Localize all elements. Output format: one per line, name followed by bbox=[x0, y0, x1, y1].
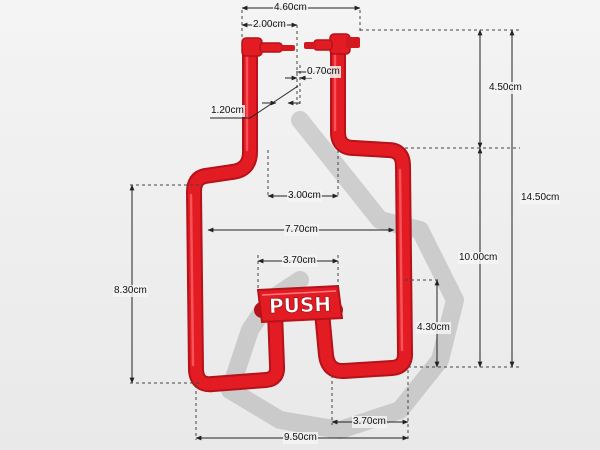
dim-neck-height: 4.50cm bbox=[488, 82, 523, 94]
dim-tube: 1.20cm bbox=[210, 105, 245, 117]
right-clip bbox=[304, 33, 360, 55]
dim-top-width: 4.60cm bbox=[273, 2, 308, 14]
dim-total-height: 14.50cm bbox=[520, 192, 561, 204]
dim-grip-width: 3.70cm bbox=[282, 255, 317, 267]
dim-neck-width: 3.00cm bbox=[287, 190, 322, 202]
dim-inner-width: 7.70cm bbox=[284, 224, 319, 236]
red-handle bbox=[186, 33, 414, 393]
dim-total-width: 9.50cm bbox=[283, 432, 318, 444]
dim-lower-height: 10.00cm bbox=[458, 252, 499, 264]
dim-foot-width: 3.70cm bbox=[352, 416, 387, 428]
push-label: PUSH bbox=[269, 292, 332, 318]
push-grip bbox=[256, 284, 344, 324]
dim-body-height: 8.30cm bbox=[113, 285, 148, 297]
dim-gap: 0.70cm bbox=[306, 66, 341, 78]
left-clip bbox=[241, 37, 295, 57]
dim-clip-width: 2.00cm bbox=[252, 19, 287, 31]
dim-grip-height: 4.30cm bbox=[416, 322, 451, 334]
